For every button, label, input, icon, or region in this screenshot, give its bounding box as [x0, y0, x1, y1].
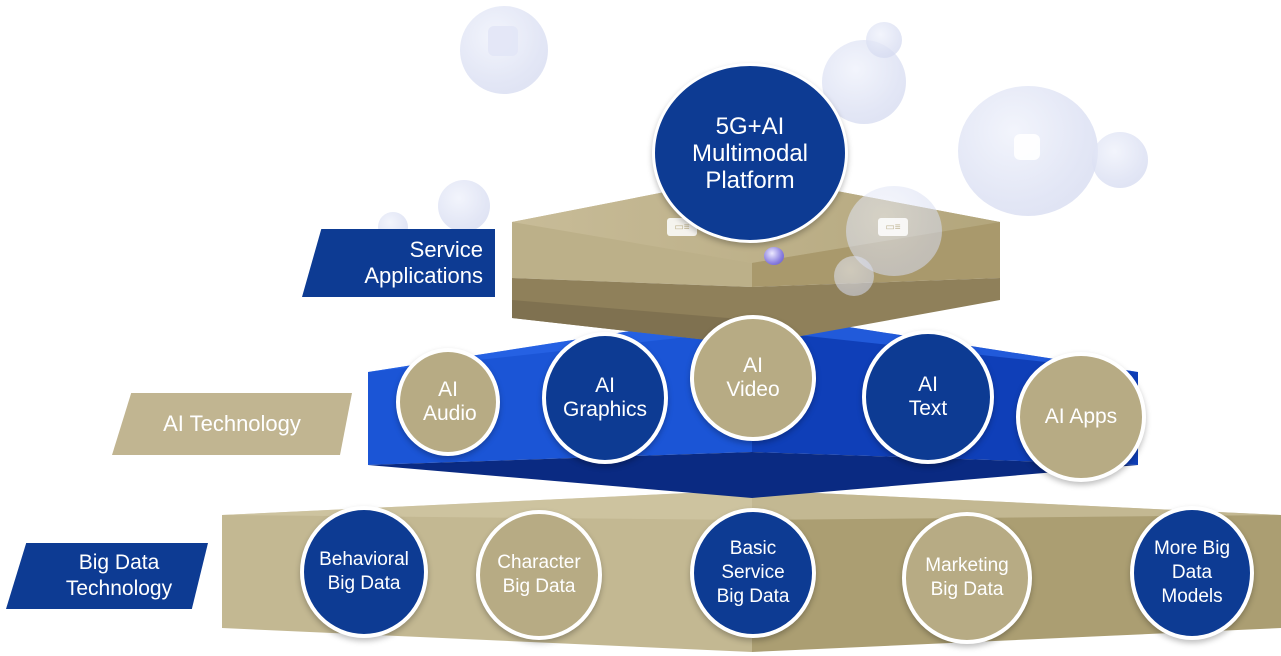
platform-title-circle: 5G+AI Multimodal Platform: [652, 63, 848, 243]
bigdata-item-label: Behavioral Big Data: [319, 549, 409, 594]
ai-item-label: AI Video: [726, 354, 780, 401]
tier-label-bigdata: Big Data Technology: [6, 543, 208, 609]
tier-label-ai-text: AI Technology: [163, 411, 301, 436]
platform-title: 5G+AI Multimodal Platform: [691, 112, 809, 194]
bigdata-item-label: Basic Service Big Data: [716, 538, 790, 607]
knob-decoration: [764, 247, 784, 265]
id-card-icon: ▭≡: [878, 218, 908, 236]
bigdata-item-label: Character Big Data: [497, 552, 581, 597]
ai-item-text: AI Text: [862, 330, 994, 464]
tier-label-ai: AI Technology: [112, 393, 352, 455]
checklist-icon: [488, 26, 518, 56]
bubble-decoration: [866, 22, 902, 58]
ai-item-apps: AI Apps: [1016, 352, 1146, 482]
tier-label-bigdata-text: Big Data Technology: [65, 551, 173, 600]
bigdata-item-label: More Big Data Models: [1153, 538, 1231, 607]
bigdata-item-behavioral: Behavioral Big Data: [300, 506, 428, 638]
tier-label-service: Service Applications: [302, 229, 495, 297]
ai-item-audio: AI Audio: [396, 348, 500, 456]
ai-item-graphics: AI Graphics: [542, 332, 668, 464]
pipette-icon: [1014, 134, 1040, 160]
bigdata-item-basic-service: Basic Service Big Data: [690, 508, 816, 638]
ai-item-video: AI Video: [690, 315, 816, 441]
bubble-decoration: [438, 180, 490, 232]
ai-item-label: AI Audio: [423, 378, 477, 425]
bigdata-item-more-models: More Big Data Models: [1130, 506, 1254, 640]
ai-item-label: AI Text: [908, 373, 948, 420]
bubble-decoration: [1092, 132, 1148, 188]
ai-item-label: AI Graphics: [562, 374, 648, 421]
tier-label-service-text: Service Applications: [364, 237, 483, 288]
ai-item-label: AI Apps: [1044, 405, 1118, 428]
bigdata-item-label: Marketing Big Data: [925, 555, 1009, 600]
bigdata-item-character: Character Big Data: [476, 510, 602, 640]
bigdata-item-marketing: Marketing Big Data: [902, 512, 1032, 644]
bubble-decoration: [834, 256, 874, 296]
